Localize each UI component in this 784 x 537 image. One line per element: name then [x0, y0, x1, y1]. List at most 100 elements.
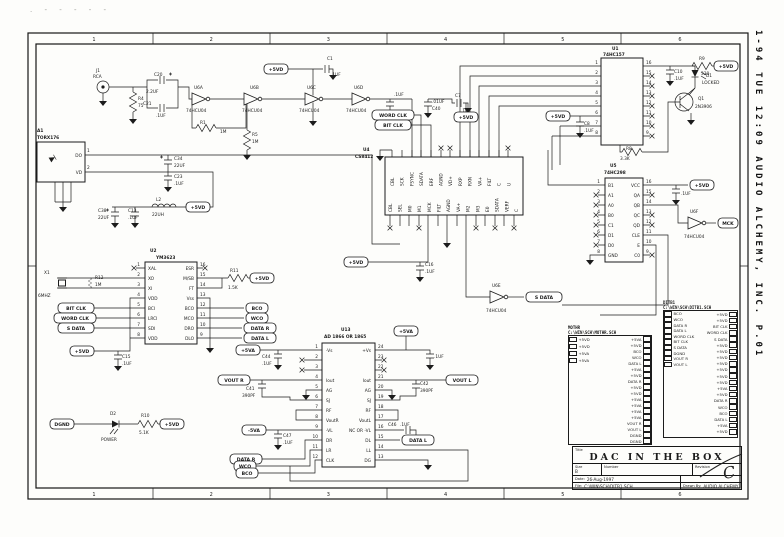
pin-box-icon	[569, 336, 577, 343]
svg-text:5.1K: 5.1K	[139, 430, 149, 436]
pin-box-icon	[643, 342, 651, 348]
pin-box-icon	[729, 391, 737, 398]
ic-ad1866	[321, 342, 376, 468]
pin-net-label: BIT CLK	[712, 324, 728, 330]
svg-text:C16: C16	[425, 262, 434, 268]
svg-text:1M: 1M	[252, 139, 259, 145]
pin-net-label: +5VD	[578, 337, 590, 343]
svg-text:7: 7	[595, 120, 598, 126]
svg-text:C1: C1	[608, 223, 614, 229]
svg-text:DATA R: DATA R	[251, 326, 270, 332]
svg-text:ERF: ERF	[429, 177, 435, 186]
svg-text:5: 5	[597, 219, 600, 225]
svg-text:23: 23	[378, 354, 384, 360]
pin-net-label: DATA R	[713, 398, 728, 404]
svg-text:13: 13	[646, 90, 652, 96]
svg-text:5: 5	[137, 302, 140, 308]
svg-text:9: 9	[646, 130, 649, 136]
svg-text:WORD CLK: WORD CLK	[379, 113, 407, 119]
svg-text:R11: R11	[230, 268, 239, 274]
pin-row: VOUT L	[664, 361, 696, 368]
svg-text:1: 1	[315, 344, 318, 350]
svg-text:SDATA: SDATA	[419, 172, 425, 186]
svg-text:BCI: BCI	[148, 306, 155, 312]
svg-text:2: 2	[210, 492, 213, 498]
svg-text:18: 18	[378, 404, 384, 410]
svg-text:3.3K: 3.3K	[620, 156, 630, 162]
svg-text:6: 6	[315, 394, 318, 400]
pin-row: BCO	[705, 410, 737, 417]
svg-text:U6E: U6E	[492, 283, 501, 289]
pin-row: VOUT L	[626, 426, 651, 432]
svg-text:C34: C34	[174, 156, 183, 162]
svg-text:6: 6	[678, 492, 681, 498]
pin-net-label: BIT CLK	[673, 339, 689, 345]
pin-row: +5VD	[705, 367, 737, 373]
sheet-table-mothr: MOTHR C:\WIN\SCH\MOTHR.SCH +5VD+5VD+5VA+…	[568, 325, 652, 446]
svg-text:SJ: SJ	[367, 398, 371, 404]
svg-text:74HC157: 74HC157	[603, 52, 625, 58]
net-flag: DGND	[49, 418, 75, 430]
pin-net-label: +5VD	[716, 367, 728, 373]
svg-text:X1: X1	[44, 270, 50, 276]
svg-text:21: 21	[378, 374, 384, 380]
svg-text:1M: 1M	[95, 282, 102, 288]
pin-net-label: WORD CLK	[706, 330, 728, 336]
svg-text:C21: C21	[143, 101, 152, 107]
svg-text:8: 8	[597, 249, 600, 255]
svg-text:FILT: FILT	[437, 203, 443, 212]
svg-text:.1UF: .1UF	[262, 361, 272, 367]
pin-row: +5VA	[569, 350, 591, 357]
svg-text:4: 4	[444, 37, 447, 43]
svg-text:U: U	[506, 183, 512, 186]
svg-text:XI: XI	[148, 286, 152, 292]
net-flag: +5VD	[249, 272, 275, 284]
svg-text:15: 15	[200, 272, 206, 278]
svg-text:17: 17	[378, 414, 384, 420]
svg-text:14: 14	[646, 199, 652, 205]
svg-text:4: 4	[315, 374, 318, 380]
pin-row: +5VD	[705, 379, 737, 386]
svg-text:1: 1	[92, 492, 95, 498]
pin-net-label: +5VA	[630, 408, 642, 414]
svg-text:2N3906: 2N3906	[695, 104, 712, 110]
pin-net-label: DGND	[629, 432, 642, 438]
svg-text:2: 2	[210, 37, 213, 43]
file-value: C:\WIN\SCH\DITB1.SCH	[584, 483, 633, 489]
pin-row: DATA L	[626, 360, 651, 366]
pin-row: +5VA	[626, 336, 651, 342]
svg-text:+5VD: +5VD	[191, 205, 206, 211]
svg-text:2: 2	[87, 165, 90, 171]
handwriting-swash	[699, 453, 743, 478]
handwritten-revision-letter: C	[721, 462, 736, 483]
pin-row: +5VA	[626, 396, 651, 402]
svg-text:WCO: WCO	[239, 464, 251, 470]
svg-text:XAL: XAL	[148, 266, 157, 272]
svg-text:WCO: WCO	[251, 316, 263, 322]
pin-net-label: BCO	[719, 410, 728, 416]
pin-net-label: DATA R	[627, 378, 642, 384]
pin-row: +5VD	[626, 384, 651, 390]
svg-text:POWER: POWER	[101, 437, 117, 443]
pin-row: +5VD	[705, 348, 737, 355]
title-label: Title	[575, 447, 583, 452]
pin-row: DATA R	[626, 378, 651, 384]
pin-box-icon	[643, 366, 651, 372]
pin-box-icon	[729, 367, 737, 373]
svg-text:1: 1	[595, 60, 598, 66]
pin-box-icon	[664, 350, 672, 356]
date-value: 26-Aug-1997	[586, 476, 614, 482]
pin-box-icon	[643, 360, 651, 366]
ic-bodies	[36, 57, 644, 468]
pin-net-label: +5VD	[630, 372, 642, 378]
pin-box-icon	[664, 355, 672, 362]
svg-text:1.5K: 1.5K	[228, 285, 238, 291]
svg-text:12: 12	[646, 219, 652, 225]
pin-box-icon	[643, 378, 651, 384]
